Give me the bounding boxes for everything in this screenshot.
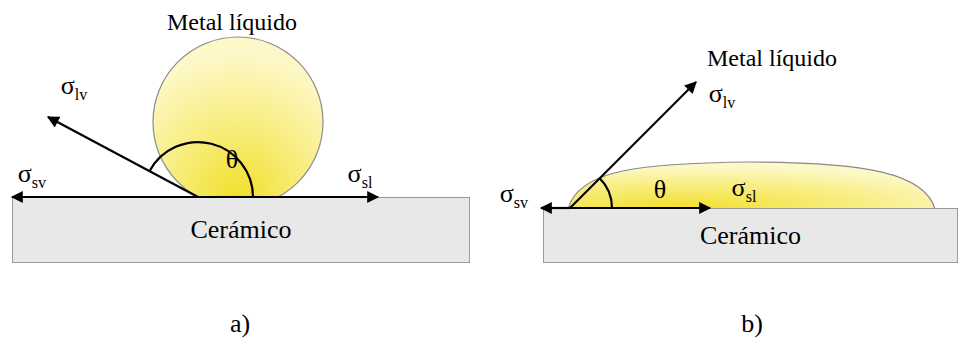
ceramic-substrate: Cerámico [12, 197, 470, 263]
ceramic-substrate: Cerámico [543, 208, 958, 263]
panel-label: b) [741, 311, 763, 337]
angle-symbol: θ [654, 177, 666, 203]
substrate-label: Cerámico [190, 217, 291, 243]
liquid-drop [568, 162, 935, 209]
liquid-drop [153, 37, 323, 207]
substrate-label: Cerámico [700, 223, 801, 249]
material-label: Metal líquido [707, 46, 837, 70]
tension-symbol: σlv [61, 73, 88, 103]
tension-symbol: σsl [348, 161, 373, 191]
tension-symbol: σsv [500, 181, 528, 211]
surface-tension-vector [48, 117, 198, 197]
tension-symbol: σsl [732, 175, 757, 205]
tension-symbol: σlv [709, 81, 736, 111]
angle-arc [150, 142, 254, 197]
panel-label: a) [230, 311, 250, 337]
material-label: Metal líquido [167, 10, 297, 34]
angle-symbol: θ [226, 147, 238, 173]
surface-tension-vector [570, 82, 696, 208]
tension-symbol: σsv [18, 161, 46, 191]
angle-arc [600, 178, 612, 208]
